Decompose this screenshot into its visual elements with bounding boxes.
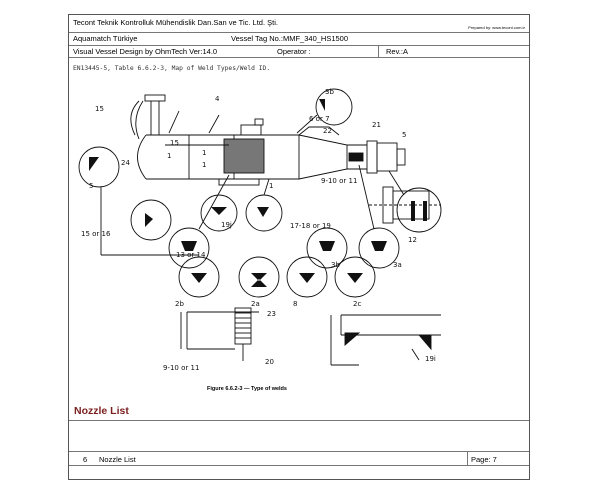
prepared-by: Prepared by: www.tecont.com.tr: [468, 25, 525, 30]
detail-19i: [330, 314, 441, 366]
detail-circle-15or16: [130, 199, 172, 241]
label-13or14: 13 or 14: [176, 251, 206, 259]
label-6or7: 6 or 7: [309, 115, 330, 123]
footer-page-number: Page: 7: [471, 455, 497, 464]
header-divider: [378, 46, 379, 58]
label-1b: 1: [202, 149, 206, 157]
detail-circle-12: [396, 187, 442, 233]
page-frame: Tecont Teknik Kontrolluk Mühendislik Dan…: [68, 14, 530, 480]
detail-circle-3a: [358, 227, 400, 269]
detail-circle-3b-lower: [306, 227, 348, 269]
label-1a: 1: [167, 152, 171, 160]
leader-lines: [100, 110, 405, 256]
top-nozzle: [130, 94, 166, 140]
detail-circle-2b: [178, 256, 220, 298]
label-2b: 2b: [175, 300, 184, 308]
revision: Rev.:A: [386, 47, 408, 56]
footer-row: 6 Nozzle List Page: 7: [69, 451, 529, 466]
label-4: 4: [215, 95, 220, 103]
coil-detail: [180, 307, 259, 361]
software-version: Visual Vessel Design by OhmTech Ver:14.0: [73, 47, 218, 56]
company-name: Tecont Teknik Kontrolluk Mühendislik Dan…: [73, 18, 278, 27]
footer-section-number: 6: [83, 455, 88, 464]
vessel-body: [137, 118, 406, 186]
label-5b: 5: [89, 182, 93, 190]
footer-divider: [467, 451, 468, 466]
label-1c: 1: [202, 161, 206, 169]
label-3a: 3a: [393, 261, 402, 269]
label-24: 24: [121, 159, 130, 167]
detail-circle-2a: [238, 256, 280, 298]
label-12: 12: [408, 236, 417, 244]
label-3b-lower: 3b: [331, 261, 340, 269]
label-22: 22: [323, 127, 332, 135]
label-19j: 19j: [221, 221, 232, 229]
header-row-company: Tecont Teknik Kontrolluk Mühendislik Dan…: [69, 15, 529, 33]
client-name: Aquamatch Türkiye: [73, 34, 138, 43]
figure-caption-bottom: Figure 6.6.2-3 — Type of welds: [207, 386, 287, 392]
label-23: 23: [267, 310, 276, 318]
figure-caption-top: EN13445-5, Table 6.6.2-3, Map of Weld Ty…: [73, 65, 271, 72]
detail-circle-24: [78, 146, 120, 188]
label-8: 8: [293, 300, 297, 308]
detail-circle-3b: [315, 88, 353, 126]
label-2a: 2a: [251, 300, 260, 308]
detail-circle-2c: [334, 256, 376, 298]
section-title-row: Nozzle List: [69, 403, 529, 421]
label-910a: 9-10 or 11: [321, 177, 357, 185]
detail-circle-19j: [200, 194, 238, 232]
label-15a: 15: [95, 105, 104, 113]
label-5a: 5: [402, 131, 406, 139]
detail-circle-13or14: [168, 227, 210, 269]
header-row-software: Visual Vessel Design by OhmTech Ver:14.0…: [69, 46, 529, 58]
label-20: 20: [265, 358, 274, 366]
section-title: Nozzle List: [74, 405, 129, 417]
vessel-tag: Vessel Tag No.:MMF_340_HS1500: [231, 34, 349, 43]
header-row-client: Aquamatch Türkiye Vessel Tag No.:MMF_340…: [69, 33, 529, 46]
label-19i: 19i: [425, 355, 436, 363]
label-15b: 15: [170, 139, 179, 147]
detail-circle-8: [286, 256, 328, 298]
label-1d: 1: [269, 182, 273, 190]
label-3b: 3b: [325, 88, 334, 96]
weld-types-drawing: 4 15 15 3b 6 or 7 21 22 5 5 24 1 1 1 1 9…: [78, 88, 442, 372]
label-2c: 2c: [353, 300, 361, 308]
label-21: 21: [372, 121, 381, 129]
label-1718: 17-18 or 19: [290, 222, 331, 230]
footer-section-title: Nozzle List: [99, 455, 136, 464]
label-910b: 9-10 or 11: [163, 364, 199, 372]
label-15or16: 15 or 16: [81, 230, 111, 238]
right-nozzle-detail: [369, 186, 441, 224]
operator-label: Operator :: [277, 47, 311, 56]
